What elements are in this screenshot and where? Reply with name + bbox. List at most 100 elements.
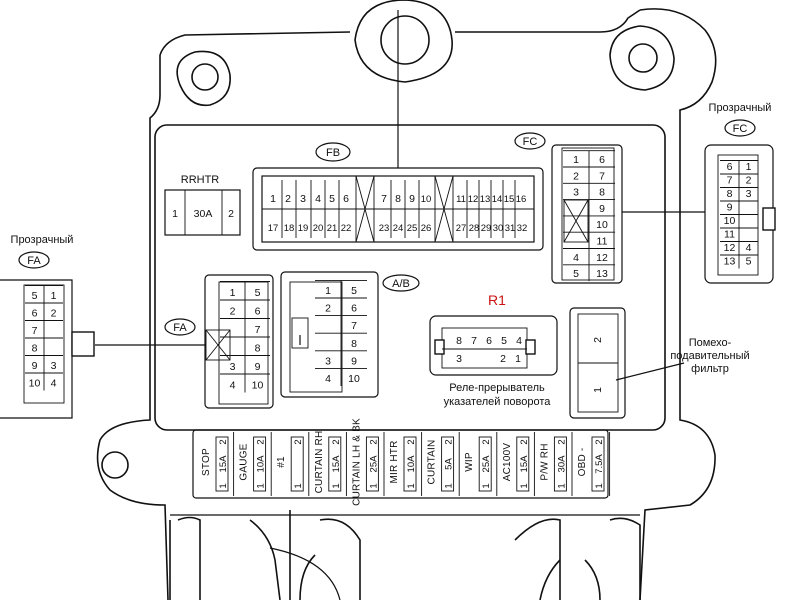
fb-pin: 2 [285, 193, 291, 205]
rrhtr-pin-left: 1 [172, 208, 178, 220]
fa-socket-pin: 10 [252, 380, 264, 392]
filter-label-3: фильтр [691, 363, 729, 375]
fa-plug-pin: 6 [32, 308, 38, 320]
fc-plug-pin: 5 [746, 256, 752, 268]
fuse-pin-left: 1 [594, 483, 605, 488]
fuse-pin-left: 1 [256, 483, 267, 488]
fuse-pin-left: 1 [218, 483, 229, 488]
fb-pin: 20 [313, 223, 324, 234]
fb-pin: 12 [468, 194, 479, 205]
fa-plug-pin: 3 [51, 360, 57, 372]
fuse-pin-right: 2 [594, 439, 605, 444]
fuse-name: MIR HTR [389, 440, 400, 483]
fuse-name: AC100V [502, 443, 513, 482]
fb-pin: 1 [270, 193, 276, 205]
fuse-rating: 30A [556, 455, 567, 473]
fuse-pin-left: 1 [331, 483, 342, 488]
rrhtr-pin-right: 2 [228, 208, 234, 220]
fuse-name: WIP [464, 452, 475, 472]
fuse-pin-right: 2 [406, 439, 417, 444]
fuse-pin-right: 2 [481, 439, 492, 444]
fb-pin: 9 [409, 193, 415, 205]
ab-pin: 2 [325, 303, 331, 315]
fb-pin: 6 [343, 193, 349, 205]
fuse-rating: 25A [368, 455, 379, 473]
ab-pin: 5 [351, 285, 357, 297]
fa-plug-pin: 1 [51, 290, 57, 302]
fa-plug-pin: 8 [32, 343, 38, 355]
fc-plug-pin: 13 [724, 256, 736, 268]
fc-socket-pin: 13 [596, 268, 608, 280]
fa-plug-pin: 10 [29, 378, 41, 390]
fuse-pin-right: 2 [556, 439, 567, 444]
fuse-pin-right: 2 [368, 439, 379, 444]
fc-plug-pin: 7 [727, 175, 733, 187]
fa-transparent-label: Прозрачный [11, 234, 74, 246]
fa-socket-pin: 7 [255, 324, 261, 336]
fb-pin: 3 [300, 193, 306, 205]
fb-pin: 31 [505, 223, 516, 234]
fb-pin: 19 [298, 223, 309, 234]
fuse-pin-left: 1 [556, 483, 567, 488]
fb-pin: 29 [481, 223, 492, 234]
fuse-body [253, 436, 267, 492]
fuse-name: CURTAIN RH [314, 431, 325, 494]
fb-pin: 8 [395, 193, 401, 205]
fc-plug-pin: 1 [746, 161, 752, 173]
fuse-pin-left: 1 [293, 483, 304, 488]
fb-pin: 23 [379, 223, 390, 234]
fuse-rating: 15A [331, 455, 342, 473]
fb-pin: 32 [517, 223, 528, 234]
fuse-body [516, 436, 530, 492]
fuse-pin-left: 1 [519, 483, 530, 488]
fa-socket-pin: 6 [255, 306, 261, 318]
fc-socket-pin: 2 [573, 170, 579, 182]
fb-pin: 18 [284, 223, 295, 234]
fuse-pin-right: 2 [256, 439, 267, 444]
relay-pin: 7 [471, 335, 477, 347]
fa-socket-pin: 5 [255, 287, 261, 299]
fa-socket-pin: 8 [255, 343, 261, 355]
fb-pin: 14 [492, 194, 503, 205]
ab-pin: 4 [325, 373, 331, 385]
relay-pin: 5 [501, 335, 507, 347]
fuse-pin-right: 2 [331, 439, 342, 444]
relay-pin: 8 [456, 335, 462, 347]
fb-pin: 22 [341, 223, 352, 234]
fc-plug-pin: 10 [724, 215, 736, 227]
fc-socket-pin: 9 [599, 203, 605, 215]
fuse-pin-left: 1 [444, 483, 455, 488]
relay-pin: 3 [456, 353, 462, 365]
fc-socket-pin: 7 [599, 170, 605, 182]
fc-transparent-label: Прозрачный [709, 102, 772, 114]
fc-plug-pin: 8 [727, 188, 733, 200]
fuse-rating: 15A [218, 455, 229, 473]
fuse-name: P/W RH [539, 443, 550, 480]
fuse-name: OBD - [577, 448, 588, 477]
filter-pin-2: 2 [592, 337, 604, 343]
fb-pin: 11 [456, 194, 466, 205]
ab-pin: 7 [351, 320, 357, 332]
fa-socket-pin: 9 [255, 361, 261, 373]
fb-pin: 26 [421, 223, 432, 234]
fuse-pin-left: 1 [406, 483, 417, 488]
fb-pin: 7 [381, 193, 387, 205]
filter-label-1: Помехо- [689, 337, 732, 349]
fuse-pin-right: 2 [293, 439, 304, 444]
fc-socket-pin: 11 [597, 236, 608, 248]
fb-pin: 30 [493, 223, 504, 234]
fb-pin: 5 [329, 193, 335, 205]
fc-plug-pin: 12 [724, 242, 736, 254]
fuse-rating: 10A [256, 455, 267, 473]
fuse-pin-right: 2 [218, 439, 229, 444]
fc-socket-pin: 1 [573, 154, 579, 166]
fb-pin: 16 [516, 194, 527, 205]
ab-pin: 10 [348, 373, 360, 385]
fb-pin: 24 [393, 223, 404, 234]
rrhtr-label: RRHTR [181, 174, 220, 186]
fa-plug-pin: 7 [32, 325, 38, 337]
